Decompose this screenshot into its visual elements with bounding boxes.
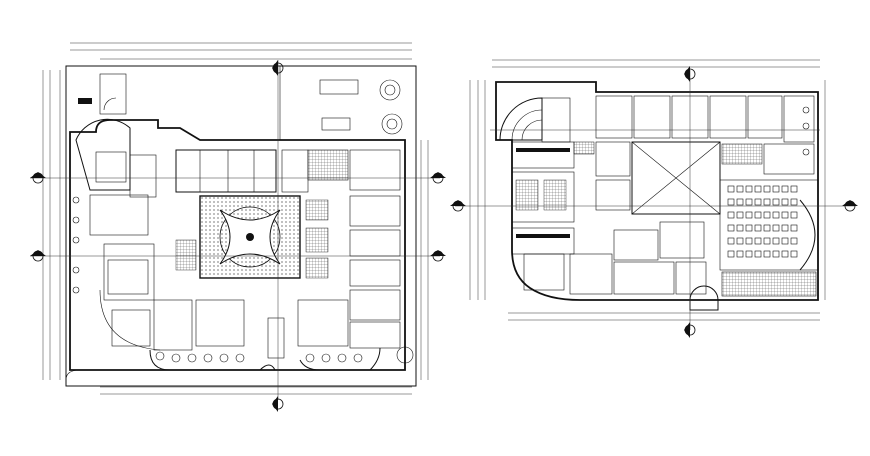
- auditorium-seat: [790, 198, 798, 206]
- auditorium-seat: [763, 237, 771, 245]
- auditorium-seat: [790, 237, 798, 245]
- auditorium-seat: [745, 250, 753, 258]
- auditorium-seat: [790, 250, 798, 258]
- left-site-boundary: [65, 65, 417, 387]
- trees-top-right: [379, 79, 414, 364]
- auditorium-seat: [754, 250, 762, 258]
- right-planting: [802, 106, 810, 156]
- auditorium-seat: [727, 185, 735, 193]
- auditorium-seat: [763, 224, 771, 232]
- auditorium-seat: [736, 198, 744, 206]
- auditorium-seat: [727, 224, 735, 232]
- auditorium-seat: [727, 250, 735, 258]
- left-side-dimensions: [42, 70, 429, 380]
- auditorium-seat: [781, 211, 789, 219]
- auditorium-seat: [763, 250, 771, 258]
- left-road-curve: [65, 369, 81, 386]
- central-courtyard: [199, 195, 301, 279]
- left-planting: [72, 196, 80, 294]
- auditorium-seat: [745, 224, 753, 232]
- auditorium-seating: [727, 185, 798, 258]
- right-building: [495, 81, 819, 311]
- left-walkway-curve: [99, 289, 161, 351]
- auditorium-seat: [754, 211, 762, 219]
- left-top-dimensions: [70, 42, 412, 60]
- auditorium-seat: [745, 198, 753, 206]
- auditorium-seat: [781, 224, 789, 232]
- auditorium-seat: [754, 237, 762, 245]
- auditorium-seat: [763, 185, 771, 193]
- auditorium-seat: [772, 237, 780, 245]
- right-plan: [450, 59, 858, 338]
- auditorium-seat: [736, 237, 744, 245]
- entrance-block: [78, 73, 127, 115]
- auditorium-seat: [745, 185, 753, 193]
- auditorium-seat: [790, 224, 798, 232]
- auditorium-seat: [754, 198, 762, 206]
- parking-area: [279, 66, 359, 140]
- auditorium-seat: [763, 211, 771, 219]
- bottom-hedge: [155, 351, 363, 363]
- right-section-markers: [450, 66, 858, 338]
- auditorium-seat: [754, 224, 762, 232]
- auditorium-seat: [772, 198, 780, 206]
- auditorium-seat: [772, 185, 780, 193]
- auditorium-seat: [772, 211, 780, 219]
- auditorium-seat: [790, 211, 798, 219]
- auditorium-seat: [754, 185, 762, 193]
- auditorium-seat: [736, 250, 744, 258]
- auditorium-seat: [763, 198, 771, 206]
- auditorium-seat: [736, 211, 744, 219]
- auditorium-seat: [727, 211, 735, 219]
- auditorium-seat: [781, 198, 789, 206]
- auditorium-seat: [781, 185, 789, 193]
- auditorium-seat: [727, 237, 735, 245]
- right-dimensions: [469, 59, 826, 321]
- auditorium-seat: [745, 211, 753, 219]
- auditorium-seat: [727, 198, 735, 206]
- left-bottom-dimensions: [100, 386, 412, 395]
- left-plan: [30, 42, 446, 412]
- auditorium-seat: [736, 185, 744, 193]
- auditorium-seat: [781, 237, 789, 245]
- left-seating: [175, 199, 329, 279]
- auditorium-seat: [781, 250, 789, 258]
- auditorium-seat: [790, 185, 798, 193]
- left-building: [69, 118, 406, 371]
- lab-benches: [515, 148, 570, 238]
- auditorium-seat: [736, 224, 744, 232]
- auditorium-seat: [772, 224, 780, 232]
- left-section-markers: [30, 60, 446, 412]
- auditorium-seat: [772, 250, 780, 258]
- auditorium-seat: [745, 237, 753, 245]
